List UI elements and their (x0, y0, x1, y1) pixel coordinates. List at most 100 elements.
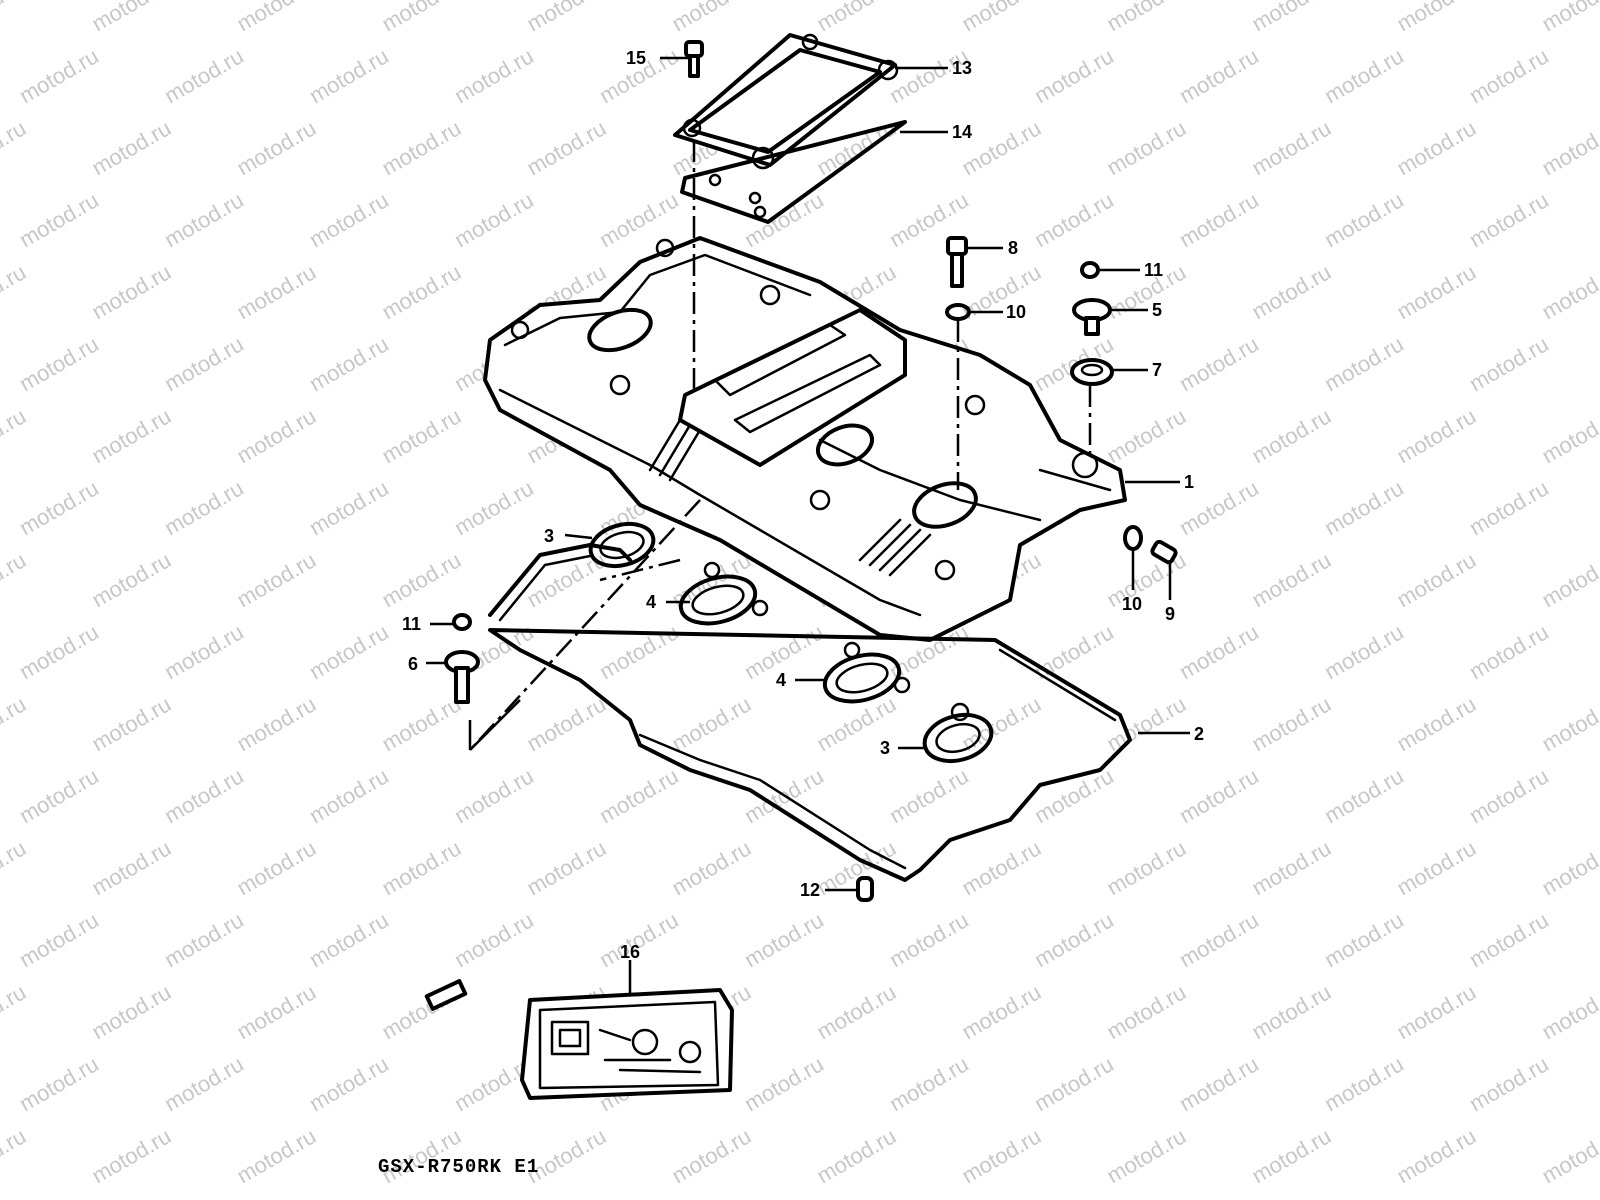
watermark-text: motod.ru (1465, 1051, 1553, 1116)
plug-seal-3b-part (922, 702, 994, 764)
callout-14: 14 (952, 122, 972, 142)
watermark-text: motod.ru (1320, 619, 1408, 684)
watermark-text: motod.ru (1248, 115, 1336, 180)
watermark-text: motod.ru (1465, 763, 1553, 828)
watermark-text: motod.ru (1175, 43, 1263, 108)
callout-2: 2 (1194, 724, 1204, 744)
watermark-text: motod.ru (1465, 187, 1553, 252)
watermark-text: motod.ru (1103, 115, 1191, 180)
watermark-text: motod.ru (740, 1051, 828, 1116)
watermark-text: motod.ru (378, 835, 466, 900)
callout-8: 8 (1008, 238, 1018, 258)
watermark-text: motod.ru (1175, 763, 1263, 828)
watermark-text: motod.ru (0, 403, 30, 468)
callout-11-upper: 11 (1144, 260, 1163, 280)
watermark-text: motod.ru (160, 331, 248, 396)
watermark-text: motod.ru (305, 619, 393, 684)
watermark-text: motod.ru (160, 475, 248, 540)
watermark-text: motod.ru (88, 979, 176, 1044)
cap-9-part (1150, 539, 1178, 565)
watermark-text: motod.ru (813, 0, 901, 36)
watermark-text: motod.ru (233, 1123, 321, 1188)
watermark-text: motod.ru (15, 1195, 103, 1200)
watermark-text: motod.ru (1248, 979, 1336, 1044)
watermark-text: motod.ru (1393, 1123, 1481, 1188)
callout-3-lower: 3 (880, 738, 890, 758)
watermark-text: motod.ru (1393, 979, 1481, 1044)
watermark-text: motod.ru (15, 1051, 103, 1116)
callout-5: 5 (1152, 300, 1162, 320)
bolt-8-part (946, 236, 968, 288)
watermark-text: motod.ru (1103, 403, 1191, 468)
watermark-text: motod.ru (233, 691, 321, 756)
watermark-text: motod.ru (160, 43, 248, 108)
breather-cover-part (673, 33, 899, 170)
watermark-text: motod.ru (1320, 763, 1408, 828)
plug-12-part (856, 876, 874, 902)
watermark-text: motod.ru (15, 331, 103, 396)
watermark-text: motod.ru (378, 0, 466, 36)
watermark-text: motod.ru (305, 907, 393, 972)
watermark-text: motod.ru (668, 0, 756, 36)
watermark-text: motod.ru (88, 115, 176, 180)
watermark-text: motod.ru (233, 403, 321, 468)
watermark-text: motod.ru (1465, 43, 1553, 108)
watermark-text: motod.ru (15, 907, 103, 972)
watermark-text: motod.ru (958, 979, 1046, 1044)
watermark-text: motod.ru (1393, 259, 1481, 324)
watermark-text: motod.ru (1393, 691, 1481, 756)
cover-gasket-part (488, 543, 1132, 882)
plug-seal-4b-part (822, 641, 911, 704)
watermark-text: motod.ru (0, 0, 30, 36)
bolt-15-part (684, 40, 704, 78)
washer-10a-part (945, 303, 971, 321)
watermark-text: motod.ru (523, 547, 611, 612)
plug-seal-4a-part (678, 561, 769, 626)
watermark-text: motod.ru (1393, 403, 1481, 468)
watermark-text: motod.ru (450, 763, 538, 828)
watermark-text: motod.ru (160, 763, 248, 828)
watermark-text: motod.ru (595, 907, 683, 972)
watermark-text: motod.ru (885, 907, 973, 972)
watermark-text: motod.ru (595, 619, 683, 684)
watermark-text: motod.ru (305, 1051, 393, 1116)
watermark-text: motod.ru (1538, 1123, 1600, 1188)
leader-lines (426, 56, 1190, 995)
watermark-text: motod.ru (1175, 907, 1263, 972)
watermark-text: motod.ru (1030, 763, 1118, 828)
watermark-text: motod.ru (1175, 1051, 1263, 1116)
watermark-text: motod.ru (233, 0, 321, 36)
callout-6: 6 (408, 654, 418, 674)
watermark-text: motod.ru (1030, 619, 1118, 684)
watermark-text: motod.ru (523, 0, 611, 36)
watermark-text: motod.ru (1320, 475, 1408, 540)
watermark-text: motod.ru (88, 403, 176, 468)
watermark-text: motod.ru (1103, 547, 1191, 612)
watermark-text: motod.ru (378, 115, 466, 180)
watermark-text: motod.ru (958, 259, 1046, 324)
watermark-text: motod.ru (1538, 259, 1600, 324)
watermark-text: motod.ru (1393, 547, 1481, 612)
watermark-text: motod.ru (160, 187, 248, 252)
cap-11a-part (1080, 261, 1100, 279)
watermark-text: motod.ru (740, 1195, 828, 1200)
bolt-5-part (1072, 298, 1112, 336)
watermark-text: motod.ru (1103, 1123, 1191, 1188)
watermark-text: motod.ru (523, 835, 611, 900)
watermark-text: motod.ru (0, 835, 30, 900)
watermark-text: motod.ru (1393, 835, 1481, 900)
watermark-text: motod.ru (958, 1123, 1046, 1188)
callout-7: 7 (1152, 360, 1162, 380)
watermark-text: motod.ru (1465, 331, 1553, 396)
watermark-text: motod.ru (450, 43, 538, 108)
assembly-lines (468, 140, 1092, 751)
watermark-text: motod.ru (15, 43, 103, 108)
watermark-text: motod.ru (1103, 0, 1191, 36)
watermark-text: motod.ru (1248, 835, 1336, 900)
callout-4-lower: 4 (776, 670, 786, 690)
callout-10-lower: 10 (1122, 594, 1142, 614)
watermark-text: motod.ru (88, 0, 176, 36)
watermark-text: motod.ru (1248, 0, 1336, 36)
watermark-text: motod.ru (0, 691, 30, 756)
